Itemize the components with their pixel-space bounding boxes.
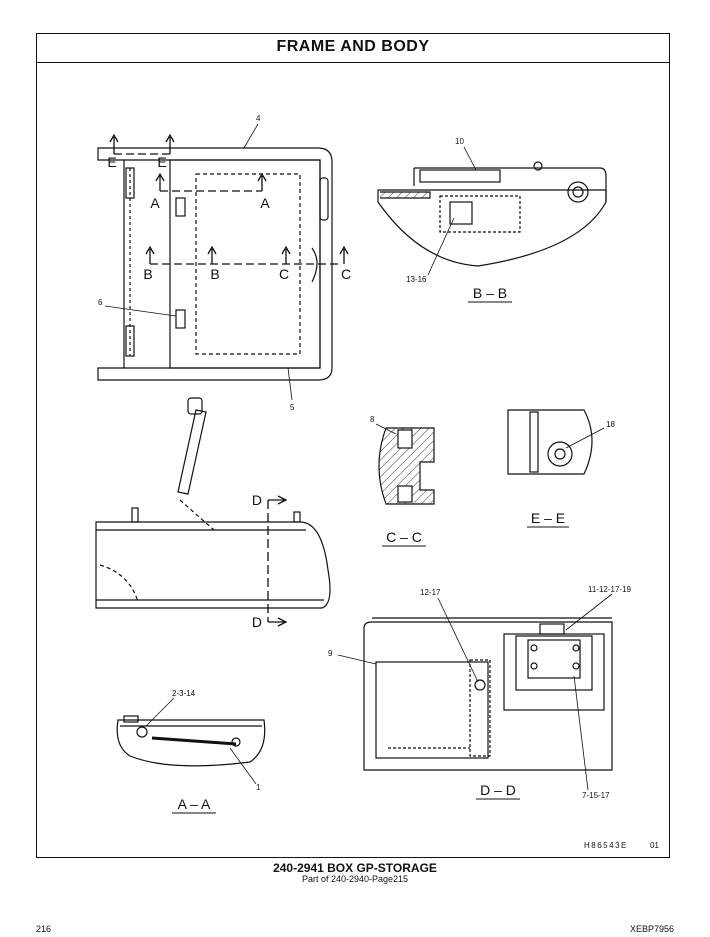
callout-2-3-14: 2-3-14 (172, 689, 196, 698)
leader-lines-aa (145, 697, 257, 785)
leader-callout-18 (565, 427, 605, 449)
document-number: XEBP7956 (629, 924, 674, 934)
view-label-dd: D – D (480, 782, 516, 798)
section-view-aa (116, 715, 266, 767)
section-letter-a-left: A (150, 195, 160, 211)
callout-13-16: 13-16 (406, 275, 427, 284)
callout-11-12-17-19: 11-12-17-19 (588, 585, 632, 594)
callout-7-15-17: 7-15-17 (582, 791, 610, 800)
section-markers-plan (109, 133, 349, 265)
view-label-aa: A – A (178, 796, 211, 812)
illustration-id: H86543E (584, 841, 628, 850)
part-caption: 240-2941 BOX GP-STORAGE (273, 861, 437, 875)
title-bar: FRAME AND BODY (37, 34, 669, 63)
section-letter-c-left: C (279, 266, 289, 282)
callout-18: 18 (606, 420, 615, 429)
section-view-ee (507, 409, 593, 475)
section-letter-b-left: B (143, 266, 152, 282)
section-letter-d-top: D (252, 492, 262, 508)
leader-lines-bb (427, 146, 477, 276)
callout-8: 8 (370, 415, 375, 424)
section-letter-e-right: E (157, 154, 166, 170)
side-elevation-view (95, 397, 331, 609)
section-view-bb (377, 161, 607, 267)
drawing-frame: FRAME AND BODY (36, 33, 670, 858)
callout-10: 10 (455, 137, 464, 146)
callout-12-17: 12-17 (420, 588, 441, 597)
page-title: FRAME AND BODY (276, 38, 430, 55)
leader-lines-dd (337, 593, 613, 791)
view-label-bb: B – B (473, 285, 507, 301)
callout-6: 6 (98, 298, 103, 307)
callout-9: 9 (328, 649, 333, 658)
view-label-ee: E – E (531, 510, 565, 526)
view-label-cc: C – C (386, 529, 422, 545)
section-letter-b-right: B (210, 266, 219, 282)
leader-callout-8 (375, 423, 397, 435)
callout-4: 4 (256, 114, 261, 123)
section-letter-c-right: C (341, 266, 351, 282)
part-subcaption: Part of 240-2940-Page215 (301, 874, 409, 884)
section-letter-d-bottom: D (252, 614, 262, 630)
section-letter-e-left: E (107, 154, 116, 170)
section-markers-d (267, 495, 288, 627)
callout-5: 5 (290, 403, 295, 412)
leader-lines-plan (104, 123, 293, 401)
page-number: 216 (36, 924, 52, 934)
section-view-cc (378, 427, 435, 505)
callout-1: 1 (256, 783, 261, 792)
illustration-revision: 01 (650, 841, 659, 850)
section-letter-a-right: A (260, 195, 270, 211)
section-view-dd (363, 617, 613, 771)
